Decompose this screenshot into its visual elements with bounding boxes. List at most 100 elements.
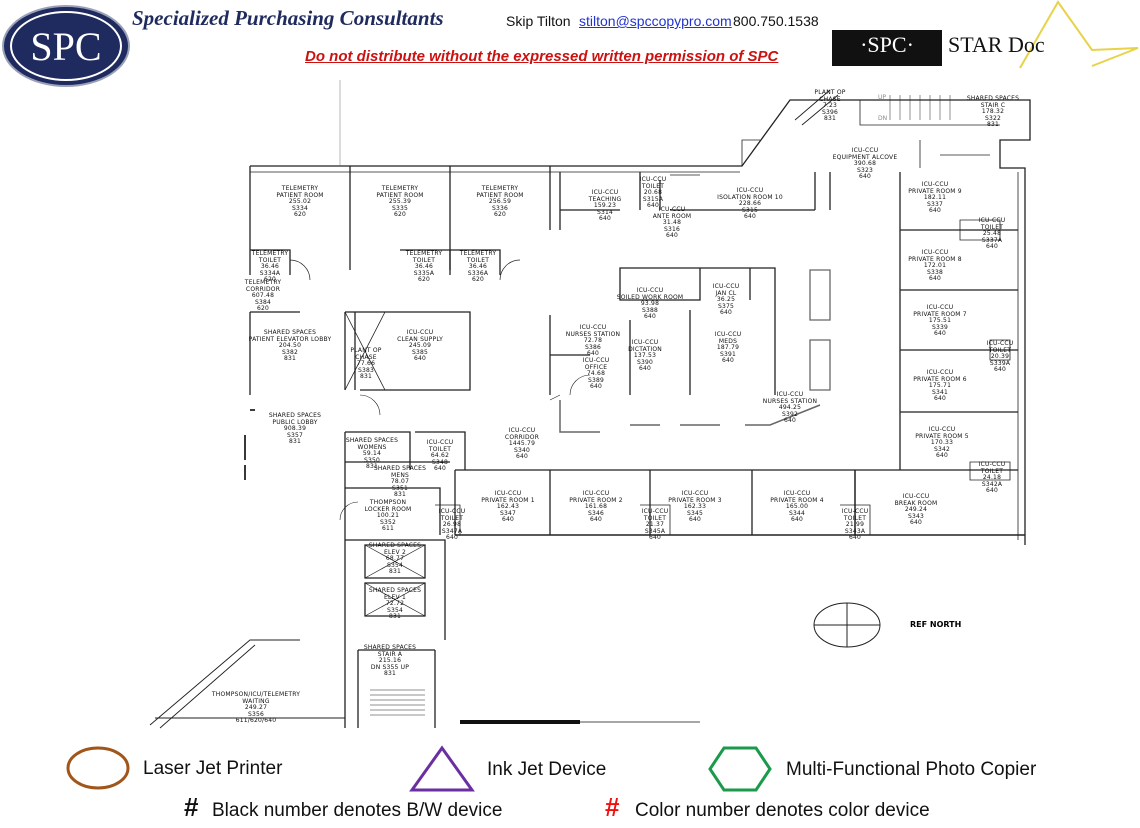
legend-ink-jet: Ink Jet Device [487, 759, 607, 780]
room-label-line: 831 [365, 463, 379, 470]
room-label-line: 249.27 [244, 704, 268, 711]
room-label-line: 640 [783, 417, 797, 424]
room-label-line: ICU-CCU [641, 508, 669, 515]
room-label-line: ELEV 1 [384, 593, 406, 601]
room-label-line: 68.77 [385, 555, 405, 562]
room-label-line: 831 [823, 115, 837, 122]
company-name: Specialized Purchasing Consultants [132, 6, 444, 30]
room-label-line: S316 [663, 225, 681, 233]
room-label-line: ICU-CCU [406, 329, 434, 336]
room-label-line: 7.23 [822, 102, 838, 109]
room-label-line: 620 [293, 211, 307, 218]
room-label-line: 187.79 [716, 344, 740, 351]
room-label-line: PLANT OP [814, 89, 846, 96]
room-label-line: 640 [445, 534, 459, 541]
room-label-line: S340 [513, 446, 531, 454]
room-label-line: S346 [587, 509, 605, 517]
room-label-line: 831 [283, 355, 297, 362]
ref-north-label: REF NORTH [910, 620, 962, 629]
room-label-line: 640 [598, 215, 612, 222]
room-label-line: 162.43 [496, 503, 520, 510]
room-label-line: S396 [821, 108, 839, 116]
room-label-line: 607.48 [251, 292, 275, 299]
contact-name: Skip Tilton [506, 13, 571, 29]
room-label-line: S343A [844, 527, 866, 535]
room-label-line: TOILET [643, 514, 667, 522]
room-label-line: S354 [386, 606, 404, 614]
room-label-line: SHARED SPACES [368, 542, 422, 549]
room-label-line: 620 [493, 211, 507, 218]
room-label-line: S337A [981, 236, 1003, 244]
contact-email-link[interactable]: stilton@spccopypro.com [579, 13, 732, 29]
room-label-line: SHARED SPACES [373, 465, 427, 472]
room-label-line: ISOLATION ROOM 10 [717, 193, 783, 201]
room-label-line: 170.33 [930, 439, 954, 446]
room-label-line: 640 [586, 350, 600, 357]
room-label-line: 172.01 [923, 262, 947, 269]
room-label-line: PATIENT ROOM [376, 191, 424, 199]
room-label-line: ICU-CCU [783, 490, 811, 497]
room-label-line: ICU-CCU [631, 339, 659, 346]
room-label-line: 640 [985, 243, 999, 250]
room-label-line: TOILET [988, 346, 1012, 354]
room-label-line: 640 [993, 366, 1007, 373]
room-label-line: S341 [931, 388, 949, 396]
room-label-line: PRIVATE ROOM 5 [915, 432, 969, 440]
room-label-line: S336 [491, 204, 509, 212]
room-label-line: 204.50 [278, 342, 302, 349]
room-label-line: 640 [589, 516, 603, 523]
room-label-line: 245.09 [408, 342, 432, 349]
room-label-line: 20.39 [990, 353, 1010, 360]
room-label-line: S351 [391, 484, 409, 492]
room-label-line: SHARED SPACES [263, 329, 317, 336]
room-label-line: 640 [935, 452, 949, 459]
room-label-line: PATIENT ROOM [476, 191, 524, 199]
room-label-line: PRIVATE ROOM 4 [770, 496, 824, 504]
room-label-line: PATIENT ELEVATOR LOBBY [248, 335, 332, 343]
room-label-line: 175.71 [928, 382, 952, 389]
room-label-line: 72.78 [583, 337, 603, 344]
room-label-line: 494.25 [778, 404, 802, 411]
room-label-line: TOILET [428, 445, 452, 453]
room-label-line: 640 [413, 355, 427, 362]
room-label-line: 640 [589, 383, 603, 390]
room-label-line: CORRIDOR [245, 285, 281, 293]
room-label-line: 620 [417, 276, 431, 283]
room-label-line: TOILET [843, 514, 867, 522]
room-label-line: TOILET [980, 223, 1004, 231]
room-label-line: 31.48 [662, 219, 682, 226]
room-label-line: TOILET [412, 256, 436, 264]
room-label-line: PATIENT ROOM [276, 191, 324, 199]
room-label-line: TOILET [258, 256, 282, 264]
room-label-line: ICU-CCU [926, 369, 954, 376]
room-label-line: PRIVATE ROOM 3 [668, 496, 722, 504]
room-label-line: PRIVATE ROOM 6 [913, 375, 967, 383]
room-label-line: S339A [989, 359, 1011, 367]
room-label-line: TELEMETRY [459, 250, 497, 257]
room-label-line: 640 [721, 357, 735, 364]
room-label-line: 640 [433, 465, 447, 472]
room-label-line: 611 [381, 525, 395, 532]
room-label-line: 831 [359, 373, 373, 380]
room-label-line: ANTE ROOM [652, 212, 692, 220]
room-label-line: TELEMETRY [244, 279, 282, 286]
room-label-line: 165.00 [785, 503, 809, 510]
room-label-line: DN S355 UP [370, 663, 410, 671]
room-label-line: S386 [584, 343, 602, 351]
